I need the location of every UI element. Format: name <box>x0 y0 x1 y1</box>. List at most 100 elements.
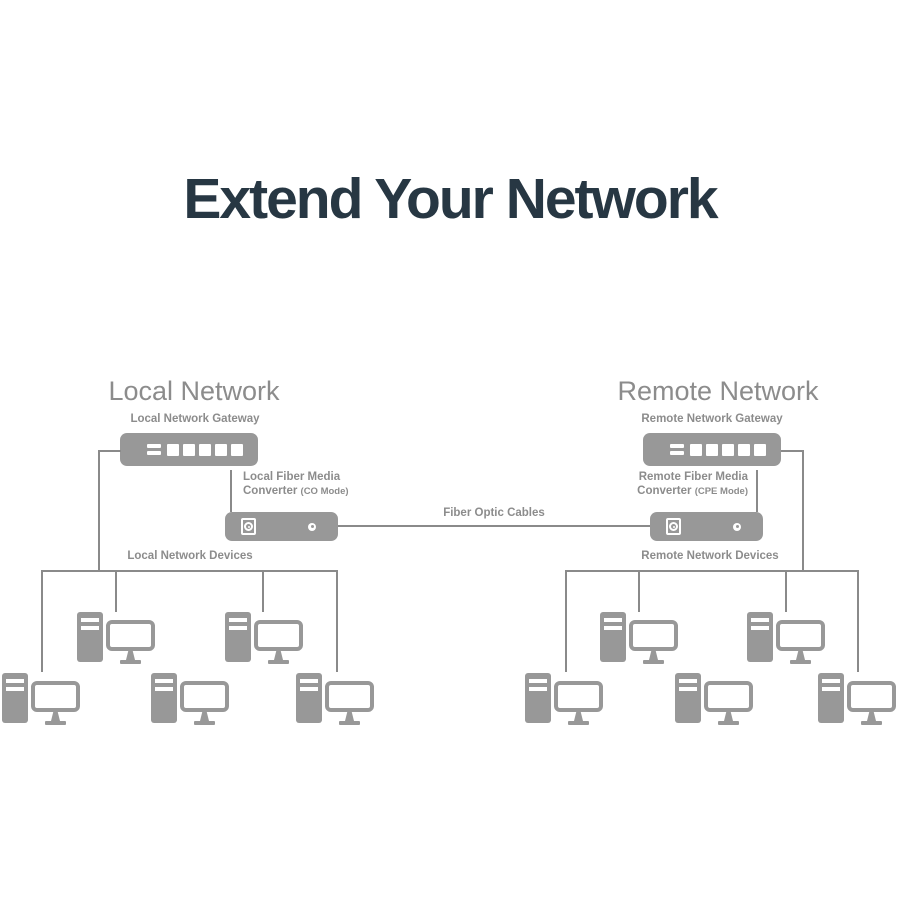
remote-network-heading: Remote Network <box>617 376 819 406</box>
local-converter-connector-line <box>230 470 232 512</box>
remote-gateway-feed-line <box>802 450 804 571</box>
gateway-port-icon <box>722 443 734 456</box>
monitor-stand-icon <box>274 651 283 660</box>
local-device-drop-line <box>41 570 43 672</box>
monitor-icon <box>325 681 374 712</box>
monitor-icon <box>554 681 603 712</box>
computer-workstation <box>675 673 755 737</box>
gateway-port-icon <box>706 443 718 456</box>
monitor-base-icon <box>194 721 215 725</box>
desktop-tower-icon <box>77 612 103 662</box>
local-gateway-branch-line <box>98 450 121 452</box>
monitor-base-icon <box>45 721 66 725</box>
monitor-icon <box>704 681 753 712</box>
desktop-tower-icon <box>296 673 322 723</box>
fiber-optic-cable-line <box>338 525 650 527</box>
local-converter-label: Local Fiber Media Converter (CO Mode) <box>243 470 349 499</box>
local-device-drop-line <box>336 570 338 672</box>
monitor-icon <box>180 681 229 712</box>
desktop-tower-icon <box>747 612 773 662</box>
monitor-stand-icon <box>649 651 658 660</box>
desktop-tower-icon <box>151 673 177 723</box>
power-led-icon <box>733 522 741 531</box>
remote-device-drop-line <box>785 570 787 612</box>
remote-converter-mode: (CPE Mode) <box>694 486 748 497</box>
power-led-icon <box>308 522 316 531</box>
gateway-port-icon <box>183 443 195 456</box>
computer-workstation <box>525 673 605 737</box>
gateway-port-icon <box>754 443 766 456</box>
fiber-optic-cables-label: Fiber Optic Cables <box>443 507 545 519</box>
monitor-base-icon <box>643 660 664 664</box>
monitor-icon <box>31 681 80 712</box>
local-devices-label: Local Network Devices <box>127 550 253 562</box>
desktop-tower-icon <box>525 673 551 723</box>
remote-gateway-label: Remote Network Gateway <box>641 413 783 425</box>
monitor-stand-icon <box>200 712 209 721</box>
remote-device-drop-line <box>638 570 640 612</box>
gateway-port-icon <box>690 443 702 456</box>
local-network-heading: Local Network <box>108 376 280 406</box>
remote-converter-label-line2: Converter <box>637 485 695 497</box>
monitor-base-icon <box>718 721 739 725</box>
computer-workstation <box>600 612 680 676</box>
monitor-base-icon <box>339 721 360 725</box>
local-gateway-device <box>120 433 258 466</box>
local-device-bus-line <box>41 570 338 572</box>
desktop-tower-icon <box>2 673 28 723</box>
local-converter-label-line2: Converter <box>243 485 301 497</box>
local-gateway-label: Local Network Gateway <box>130 413 260 425</box>
gateway-port-icon <box>231 443 243 456</box>
remote-devices-label: Remote Network Devices <box>641 550 779 562</box>
remote-device-drop-line <box>565 570 567 672</box>
local-device-drop-line <box>262 570 264 612</box>
monitor-icon <box>776 620 825 651</box>
monitor-stand-icon <box>867 712 876 721</box>
gateway-port-icon <box>215 443 227 456</box>
gateway-uplink-port-icon <box>147 444 161 455</box>
fiber-port-icon <box>241 518 256 535</box>
monitor-stand-icon <box>796 651 805 660</box>
computer-workstation <box>225 612 305 676</box>
page-title: Extend Your Network <box>183 167 718 231</box>
monitor-stand-icon <box>345 712 354 721</box>
desktop-tower-icon <box>818 673 844 723</box>
monitor-base-icon <box>268 660 289 664</box>
remote-gateway-branch-line <box>781 450 804 452</box>
monitor-stand-icon <box>51 712 60 721</box>
monitor-stand-icon <box>574 712 583 721</box>
desktop-tower-icon <box>600 612 626 662</box>
gateway-port-icon <box>167 443 179 456</box>
gateway-uplink-port-icon <box>670 444 684 455</box>
local-converter-mode: (CO Mode) <box>300 486 349 497</box>
computer-workstation <box>747 612 827 676</box>
local-media-converter-device <box>225 512 338 541</box>
remote-device-bus-line <box>565 570 859 572</box>
local-gateway-feed-line <box>98 450 100 571</box>
computer-workstation <box>2 673 82 737</box>
computer-workstation <box>151 673 231 737</box>
monitor-stand-icon <box>724 712 733 721</box>
remote-converter-label: Remote Fiber Media Converter (CPE Mode) <box>637 470 748 499</box>
monitor-base-icon <box>568 721 589 725</box>
computer-workstation <box>818 673 898 737</box>
remote-gateway-device <box>643 433 781 466</box>
monitor-icon <box>629 620 678 651</box>
monitor-base-icon <box>790 660 811 664</box>
computer-workstation <box>77 612 157 676</box>
desktop-tower-icon <box>675 673 701 723</box>
remote-converter-label-line1: Remote Fiber Media <box>638 471 748 483</box>
monitor-base-icon <box>861 721 882 725</box>
gateway-port-icon <box>199 443 211 456</box>
desktop-tower-icon <box>225 612 251 662</box>
monitor-icon <box>106 620 155 651</box>
fiber-port-icon <box>666 518 681 535</box>
remote-media-converter-device <box>650 512 763 541</box>
local-converter-label-line1: Local Fiber Media <box>243 471 341 483</box>
remote-converter-connector-line <box>756 470 758 512</box>
monitor-icon <box>254 620 303 651</box>
monitor-base-icon <box>120 660 141 664</box>
local-device-drop-line <box>115 570 117 612</box>
monitor-icon <box>847 681 896 712</box>
